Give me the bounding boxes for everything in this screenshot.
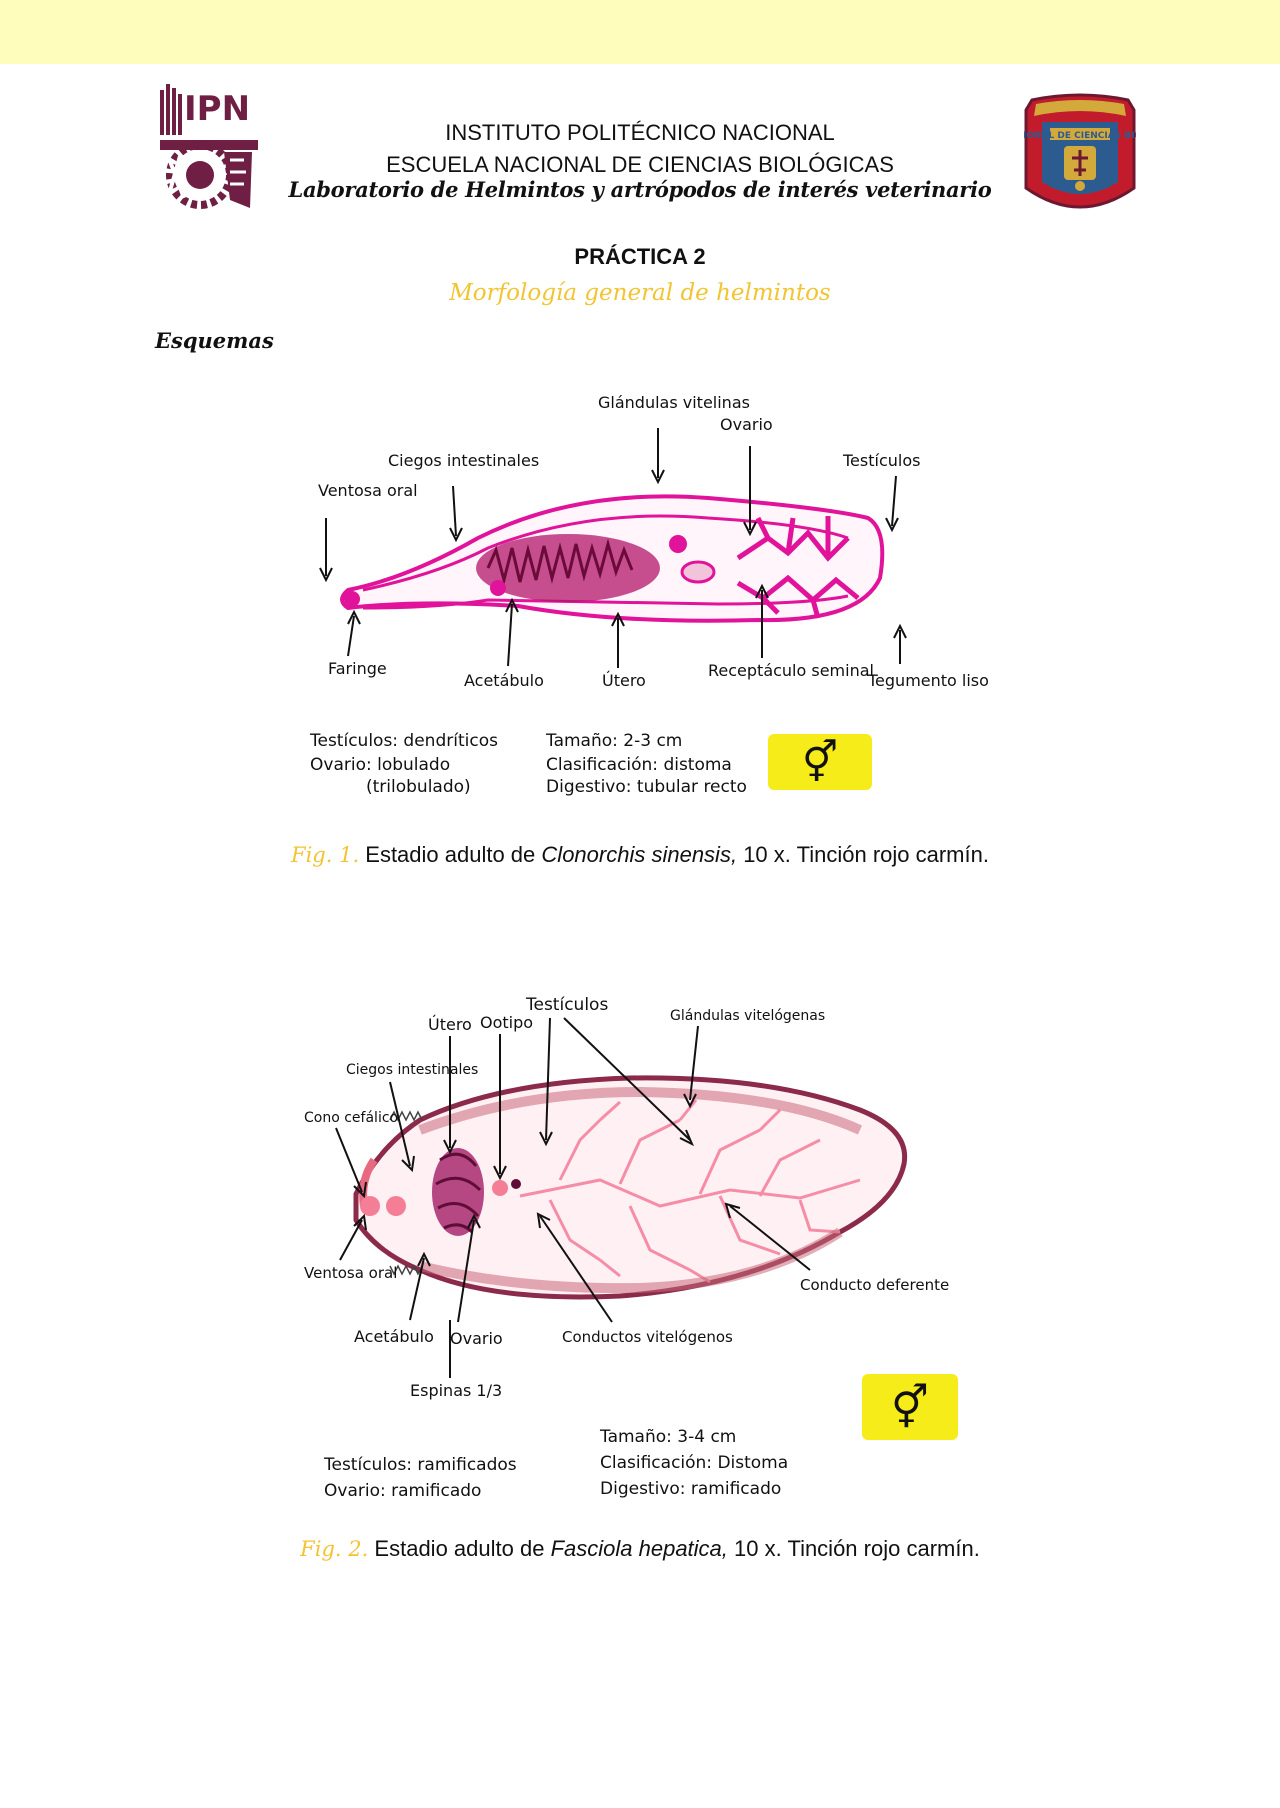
fig2-note-tamano: Tamaño: 3-4 cm bbox=[599, 1427, 736, 1447]
encb-logo-text: ESCUELA NACIONAL DE CIENCIAS BIOLÓGICAS … bbox=[1024, 129, 1136, 141]
fig1-label-utero: Útero bbox=[602, 671, 646, 690]
institution-header: INSTITUTO POLITÉCNICO NACIONAL ESCUELA N… bbox=[0, 117, 1280, 181]
encb-logo: ESCUELA NACIONAL DE CIENCIAS BIOLÓGICAS … bbox=[1024, 93, 1136, 209]
fig2-label-espinas: Espinas 1/3 bbox=[410, 1381, 502, 1400]
ipn-logo-text: IPN bbox=[184, 89, 250, 129]
figure-1-drawing: Ventosa oral Ciegos intestinales Glándul… bbox=[288, 368, 990, 810]
fig2-caption-species: Fasciola hepatica, bbox=[550, 1536, 728, 1561]
fig1-label-testiculos: Testículos bbox=[842, 451, 920, 470]
fig2-note-ovario: Ovario: ramificado bbox=[324, 1481, 481, 1501]
fig1-acetabulum bbox=[490, 580, 506, 596]
fig2-note-digestivo: Digestivo: ramificado bbox=[600, 1479, 781, 1499]
lab-name: Laboratorio de Helmintos y artrópodos de… bbox=[288, 177, 992, 202]
fig1-label-ovario: Ovario bbox=[720, 415, 773, 434]
ipn-logo: IPN bbox=[160, 84, 258, 209]
fig1-note-clasificacion: Clasificación: distoma bbox=[546, 755, 732, 775]
fig1-label-faringe: Faringe bbox=[328, 659, 387, 678]
fig2-oral-sucker bbox=[360, 1196, 380, 1216]
fig2-note-testiculos: Testículos: ramificados bbox=[323, 1455, 517, 1475]
fig1-caption-species: Clonorchis sinensis, bbox=[541, 842, 738, 867]
school-name: ESCUELA NACIONAL DE CIENCIAS BIOLÓGICAS bbox=[386, 152, 894, 177]
fig1-note-digestivo: Digestivo: tubular recto bbox=[546, 777, 747, 797]
fig1-oral-sucker bbox=[344, 591, 360, 607]
top-band bbox=[0, 0, 1280, 64]
fig1-note-ovario: Ovario: lobulado bbox=[310, 755, 450, 775]
fig2-uterus bbox=[432, 1148, 484, 1236]
fig1-label-ciegos: Ciegos intestinales bbox=[388, 451, 539, 470]
fig1-label-receptaculo: Receptáculo seminal bbox=[708, 661, 874, 680]
fig2-label-ovario: Ovario bbox=[450, 1329, 503, 1348]
fig1-caption-prefix: Estadio adulto de bbox=[365, 842, 536, 867]
fig2-label-cono: Cono cefálico bbox=[304, 1110, 398, 1126]
fig1-note-testiculos: Testículos: dendríticos bbox=[309, 731, 498, 751]
fig2-body-outline bbox=[353, 1075, 908, 1300]
fig2-hermaphrodite-symbol: ⚥ bbox=[891, 1383, 929, 1432]
fig1-label-ventosa-oral: Ventosa oral bbox=[318, 481, 418, 500]
fig2-label-ootipo: Ootipo bbox=[480, 1013, 533, 1032]
figure-1-caption: Fig. 1. Estadio adulto de Clonorchis sin… bbox=[0, 842, 1280, 868]
figure-2-drawing: Testículos Glándulas vitelógenas Útero O… bbox=[300, 970, 976, 1522]
section-label: Esquemas bbox=[155, 328, 274, 353]
fig2-label-conducto-deferente: Conducto deferente bbox=[800, 1276, 949, 1294]
fig2-label-ventosa-oral: Ventosa oral bbox=[304, 1264, 397, 1282]
figure-2-caption: Fig. 2. Estadio adulto de Fasciola hepat… bbox=[0, 1536, 1280, 1562]
institution-name: INSTITUTO POLITÉCNICO NACIONAL bbox=[445, 120, 835, 145]
fig2-label-conductos-vitelogenos: Conductos vitelógenos bbox=[562, 1328, 733, 1346]
fig2-caption-prefix: Estadio adulto de bbox=[374, 1536, 545, 1561]
fig1-label-glandulas: Glándulas vitelinas bbox=[598, 393, 750, 412]
fig2-label-ciegos: Ciegos intestinales bbox=[346, 1062, 478, 1078]
practice-subtitle: Morfología general de helmintos bbox=[449, 280, 831, 306]
fig1-testes bbox=[736, 516, 860, 619]
fig1-hermaphrodite-box bbox=[768, 734, 872, 790]
fig1-note-tamano: Tamaño: 2-3 cm bbox=[545, 731, 682, 751]
fig2-branching bbox=[519, 1099, 861, 1284]
fig2-hermaphrodite-box bbox=[862, 1374, 958, 1440]
fig2-label-testiculos: Testículos bbox=[525, 995, 608, 1015]
fig1-caption-label: Fig. 1. bbox=[291, 843, 360, 867]
practice-title: PRÁCTICA 2 bbox=[574, 244, 706, 269]
fig2-ootipo bbox=[492, 1180, 508, 1196]
fig2-label-acetabulo: Acetábulo bbox=[354, 1327, 434, 1346]
fig1-label-acetabulo: Acetábulo bbox=[464, 671, 544, 690]
fig2-label-utero: Útero bbox=[428, 1015, 472, 1034]
fig1-ovary bbox=[669, 535, 687, 553]
fig1-hermaphrodite-symbol: ⚥ bbox=[802, 739, 838, 786]
fig1-note-trilobulado: (trilobulado) bbox=[366, 777, 471, 797]
fig2-caption-suffix: 10 x. Tinción rojo carmín. bbox=[734, 1536, 980, 1561]
fig2-note-clasificacion: Clasificación: Distoma bbox=[600, 1453, 788, 1473]
fig1-caption-suffix: 10 x. Tinción rojo carmín. bbox=[743, 842, 989, 867]
fig1-label-tegumento: Tegumento liso bbox=[867, 671, 989, 690]
fig2-caption-label: Fig. 2. bbox=[300, 1537, 369, 1561]
fig2-label-glandulas: Glándulas vitelógenas bbox=[670, 1008, 825, 1024]
